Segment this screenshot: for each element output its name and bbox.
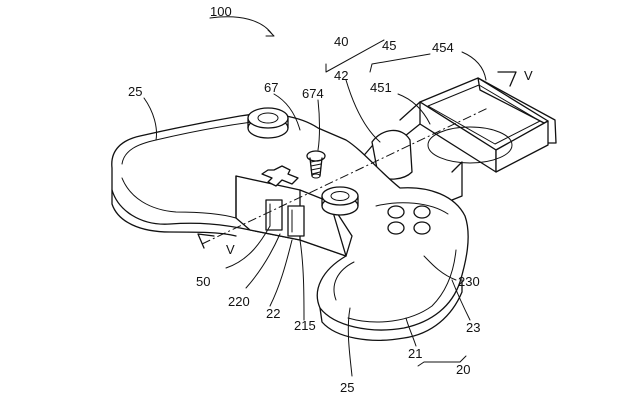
- label-20: 20: [456, 362, 470, 377]
- label-100: 100: [210, 4, 232, 19]
- label-40: 40: [334, 34, 348, 49]
- label-230: 230: [458, 274, 480, 289]
- label-674: 674: [302, 86, 324, 101]
- label-42: 42: [334, 68, 348, 83]
- label-215: 215: [294, 318, 316, 333]
- latch-215: [287, 205, 305, 237]
- label-451: 451: [370, 80, 392, 95]
- label-25-bottom: 25: [340, 380, 354, 395]
- controller-body: [111, 107, 469, 341]
- label-67: 67: [264, 80, 278, 95]
- label-v-right: V: [524, 68, 533, 83]
- joystick-lower: [321, 186, 359, 216]
- label-21: 21: [408, 346, 422, 361]
- latch-220: [265, 199, 283, 231]
- label-50: 50: [196, 274, 210, 289]
- face-buttons: [387, 205, 431, 235]
- reference-labels: 100 40 45 454 V 42 451 67 674 25 V 50 22…: [128, 4, 533, 395]
- label-45: 45: [382, 38, 396, 53]
- label-220: 220: [228, 294, 250, 309]
- dpad: [261, 165, 299, 187]
- section-line: [201, 107, 489, 245]
- label-22: 22: [266, 306, 280, 321]
- section-arrow-right: [497, 71, 517, 87]
- screw-674: [306, 150, 326, 179]
- label-454: 454: [432, 40, 454, 55]
- pad-451: [427, 126, 513, 164]
- label-25-top: 25: [128, 84, 142, 99]
- label-23: 23: [466, 320, 480, 335]
- label-v-left: V: [226, 242, 235, 257]
- joystick-upper: [247, 107, 289, 139]
- leader-lines: [143, 16, 487, 377]
- section-arrow-left: [197, 233, 215, 249]
